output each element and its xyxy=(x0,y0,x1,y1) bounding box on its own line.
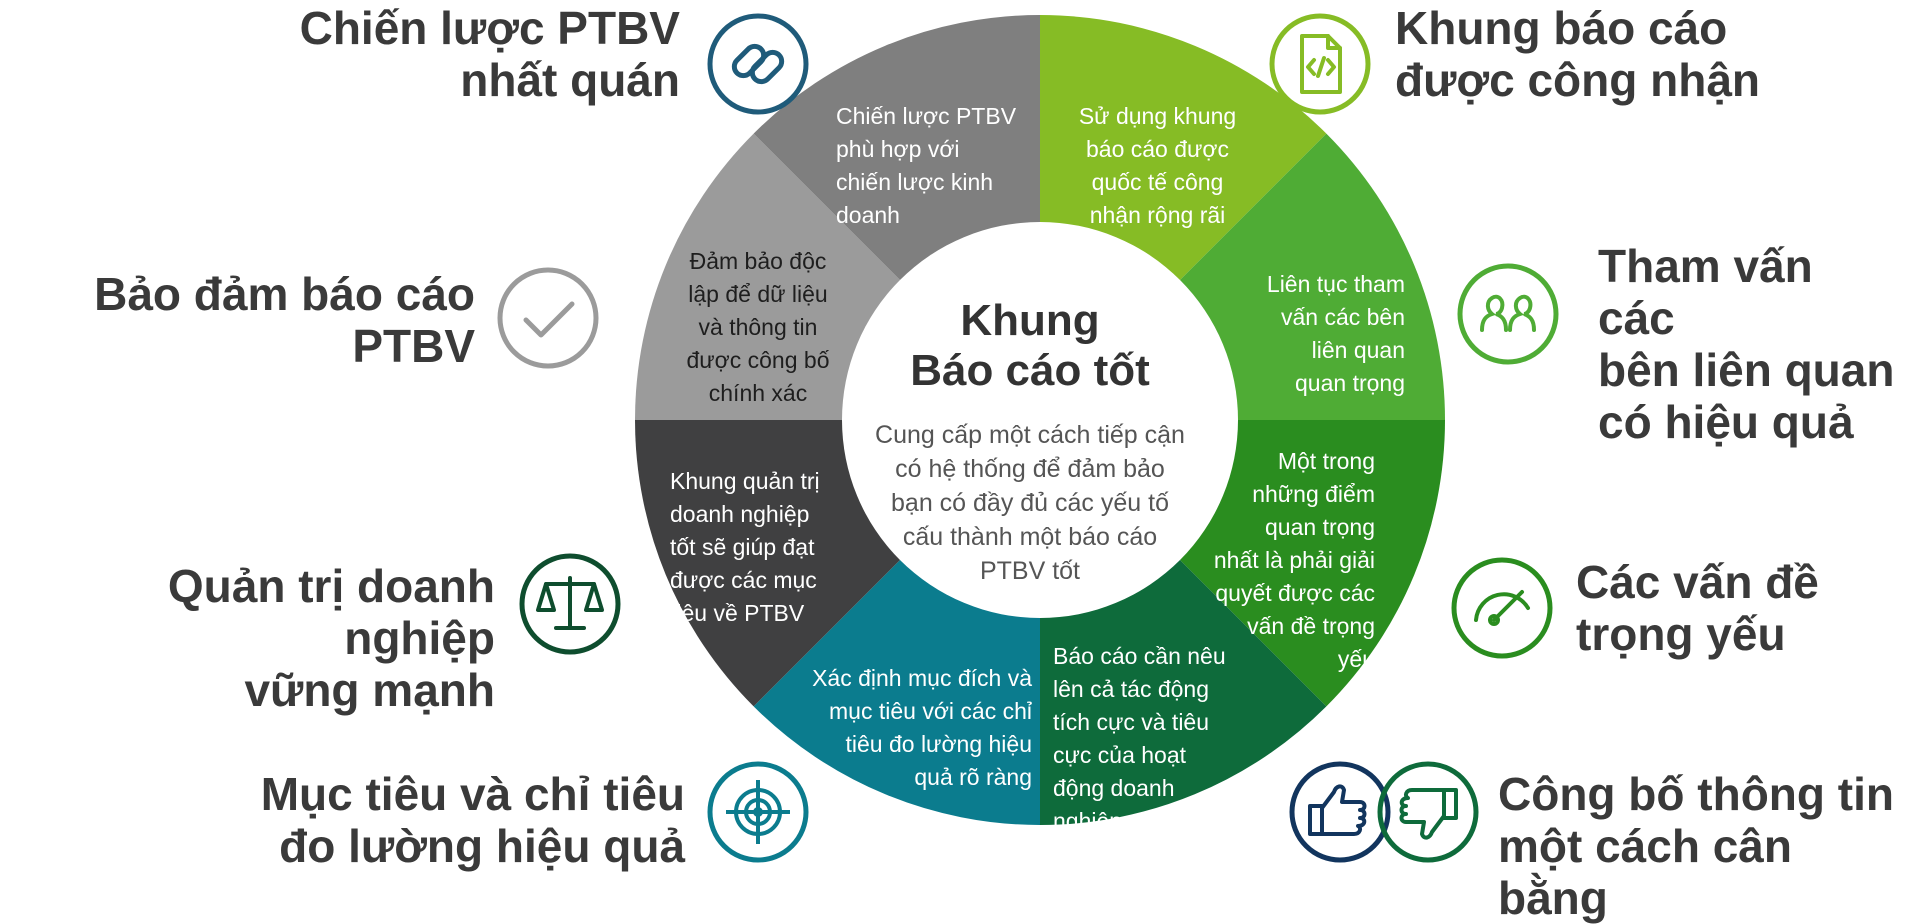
heading-targets: Mục tiêu và chỉ tiêu đo lường hiệu quả xyxy=(220,768,685,872)
heading-governance-line2: vững mạnh xyxy=(244,664,495,716)
heading-targets-line2: đo lường hiệu quả xyxy=(279,820,685,872)
heading-framework-line1: Khung báo cáo xyxy=(1395,2,1728,54)
segment-assurance-text: Đảm bảo độc lập để dữ liệu và thông tin … xyxy=(686,248,830,406)
segment-stakeholders-text: Liên tục tham vấn các bên liên quan quan… xyxy=(1266,271,1405,396)
center-title-line1: Khung xyxy=(960,296,1100,345)
link-icon xyxy=(707,13,809,115)
heading-strategy-line1: Chiến lược PTBV xyxy=(299,2,680,54)
heading-governance-line1: Quản trị doanh nghiệp xyxy=(167,560,495,664)
thumbs-up-down-icon xyxy=(1289,761,1479,863)
segment-strategy-text: Chiến lược PTBV phù hợp với chiến lược k… xyxy=(836,103,1017,228)
heading-disclosure-line2: một cách cân bằng xyxy=(1498,820,1792,924)
heading-stakeholders-line2: bên liên quan xyxy=(1598,344,1895,396)
heading-governance: Quản trị doanh nghiệp vững mạnh xyxy=(5,560,495,716)
center-title: Khung Báo cáo tốt xyxy=(850,296,1210,396)
heading-assurance-line2: PTBV xyxy=(352,320,475,372)
center-description: Cung cấp một cách tiếp cận có hệ thống đ… xyxy=(875,421,1185,585)
heading-targets-line1: Mục tiêu và chỉ tiêu xyxy=(260,768,685,820)
document-code-icon xyxy=(1269,13,1371,115)
heading-strategy: Chiến lược PTBV nhất quán xyxy=(250,2,680,106)
heading-material-line2: trọng yếu xyxy=(1576,608,1786,660)
heading-assurance: Bảo đảm báo cáo PTBV xyxy=(60,268,475,372)
people-icon xyxy=(1457,263,1559,365)
heading-strategy-line2: nhất quán xyxy=(460,54,680,106)
segment-material-text: Một trong những điểm quan trọng nhất là … xyxy=(1213,448,1375,672)
framework-wheel xyxy=(635,15,1445,825)
heading-disclosure-line1: Công bố thông tin xyxy=(1498,768,1894,820)
heading-framework-line2: được công nhận xyxy=(1395,54,1761,106)
segment-governance-text: Khung quản trị doanh nghiệp tốt sẽ giúp … xyxy=(670,468,820,626)
center-title-line2: Báo cáo tốt xyxy=(910,346,1150,395)
gauge-icon xyxy=(1451,557,1553,659)
center-circle xyxy=(842,222,1238,618)
scales-icon xyxy=(519,553,621,655)
segment-targets-text: Xác định mục đích và mục tiêu với các ch… xyxy=(812,665,1032,790)
heading-stakeholders-line3: có hiệu quả xyxy=(1598,396,1854,448)
target-icon xyxy=(707,761,809,863)
heading-stakeholders: Tham vấn các bên liên quan có hiệu quả xyxy=(1598,240,1898,448)
segment-framework-text: Sử dụng khung báo cáo được quốc tế công … xyxy=(1078,103,1237,228)
heading-material: Các vấn đề trọng yếu xyxy=(1576,556,1876,660)
heading-stakeholders-line1: Tham vấn các xyxy=(1598,240,1813,344)
heading-assurance-line1: Bảo đảm báo cáo xyxy=(94,268,475,320)
heading-material-line1: Các vấn đề xyxy=(1576,556,1819,608)
heading-framework: Khung báo cáo được công nhận xyxy=(1395,2,1835,106)
segment-disclosure-text: Báo cáo cần nêu lên cả tác động tích cực… xyxy=(1053,643,1226,834)
checkmark-icon xyxy=(497,267,599,369)
heading-disclosure: Công bố thông tin một cách cân bằng xyxy=(1498,768,1903,924)
